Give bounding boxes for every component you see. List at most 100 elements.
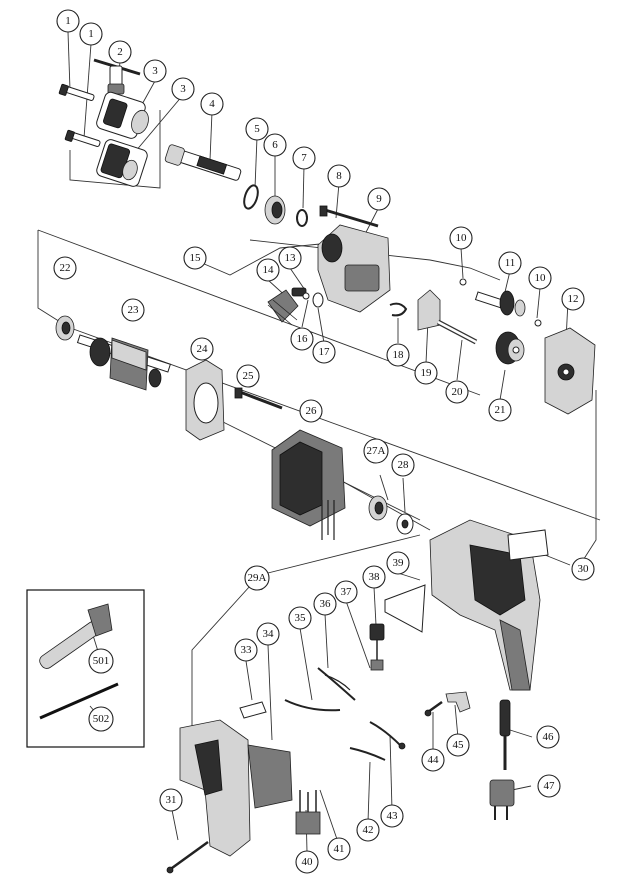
parts <box>26 58 596 874</box>
fan-guide <box>185 359 225 441</box>
callout-number: 6 <box>272 139 278 151</box>
callout-number: 25 <box>243 370 255 382</box>
handle-housing <box>179 719 293 857</box>
callout-circle <box>313 592 337 616</box>
callout-circle <box>256 258 280 282</box>
callout-501: 501 <box>88 648 114 674</box>
keyless-chuck <box>96 139 148 187</box>
callout-circle <box>421 748 445 772</box>
callout-39: 39 <box>386 551 410 575</box>
callout-number: 7 <box>301 152 307 164</box>
callout-41: 41 <box>327 837 351 861</box>
accessory-inset-box <box>26 589 145 748</box>
callout-circle <box>79 22 103 46</box>
cord-clamp-45 <box>445 691 471 713</box>
callout-2: 2 <box>108 40 132 64</box>
cord-plug <box>489 779 515 820</box>
callout-16: 16 <box>290 327 314 351</box>
callout-number: 1 <box>65 15 71 27</box>
callout-19: 19 <box>414 361 438 385</box>
callout-circle <box>537 774 561 798</box>
callout-circle <box>288 606 312 630</box>
callout-number: 43 <box>387 810 399 822</box>
callout-circle <box>278 246 302 270</box>
ball-bearing-22 <box>55 315 75 341</box>
callout-number: 37 <box>341 586 353 598</box>
callout-45: 45 <box>446 733 470 757</box>
chuck-screw-upper <box>58 83 95 101</box>
cord-armor <box>499 699 511 770</box>
callout-502: 502 <box>88 706 114 732</box>
inner-cover <box>544 327 596 415</box>
callout-number: 39 <box>393 557 405 569</box>
callout-24: 24 <box>190 337 214 361</box>
change-lever <box>267 289 299 326</box>
callout-number: 47 <box>544 780 556 792</box>
capacitor-38 <box>369 623 385 671</box>
callout-4: 4 <box>200 92 224 116</box>
callout-circle <box>367 187 391 211</box>
callout-number: 20 <box>452 386 464 398</box>
retaining-ring <box>243 184 259 210</box>
callout-circle <box>449 226 473 250</box>
callout-26: 26 <box>299 399 323 423</box>
callout-number: 4 <box>209 98 215 110</box>
label-39 <box>384 584 426 633</box>
chuck-screw-lower <box>64 129 101 147</box>
callout-number: 30 <box>578 563 590 575</box>
callout-number: 3 <box>180 83 186 95</box>
callout-47: 47 <box>537 774 561 798</box>
callout-circle <box>234 638 258 662</box>
gear-cover <box>317 224 391 313</box>
callout-circle <box>245 117 269 141</box>
callout-circle <box>183 246 207 270</box>
callout-circle <box>88 706 114 732</box>
callout-11: 11 <box>498 251 522 275</box>
callout-circle <box>263 133 287 157</box>
callout-5: 5 <box>245 117 269 141</box>
callout-number: 501 <box>93 655 110 667</box>
tapping-screw-31 <box>166 840 209 874</box>
callout-circle <box>356 818 380 842</box>
callout-circle <box>88 648 114 674</box>
callout-1: 1 <box>79 22 103 46</box>
callout-circle <box>53 256 77 280</box>
callout-30: 30 <box>571 557 595 581</box>
callout-circle <box>386 343 410 367</box>
callout-9: 9 <box>367 187 391 211</box>
callout-number: 28 <box>398 459 410 471</box>
callout-21: 21 <box>488 398 512 422</box>
side-handle-501 <box>39 603 113 669</box>
callout-number: 38 <box>369 571 381 583</box>
callout-number: 3 <box>152 65 158 77</box>
callout-13: 13 <box>278 246 302 270</box>
chuck-key <box>93 58 141 95</box>
callout-circle <box>391 453 415 477</box>
housing-screw <box>319 205 379 228</box>
callout-17: 17 <box>312 340 336 364</box>
callout-38: 38 <box>362 565 386 589</box>
callout-number: 11 <box>505 257 516 269</box>
callout-circle <box>312 340 336 364</box>
callout-circle <box>292 146 316 170</box>
callout-number: 45 <box>453 739 465 751</box>
callout-46: 46 <box>536 725 560 749</box>
second-pinion <box>474 290 526 317</box>
callout-number: 18 <box>393 349 405 361</box>
callout-circle <box>327 837 351 861</box>
callout-number: 22 <box>60 262 71 274</box>
callout-number: 46 <box>543 731 555 743</box>
callout-circle <box>528 266 552 290</box>
callout-circle <box>380 804 404 828</box>
callout-number: 9 <box>376 193 382 205</box>
callout-number: 29A <box>248 572 267 584</box>
callout-number: 44 <box>428 754 440 766</box>
callout-28: 28 <box>391 453 415 477</box>
part-33 <box>239 701 267 719</box>
clip-18 <box>389 302 408 317</box>
callout-29a: 29A <box>244 565 270 591</box>
callout-number: 42 <box>363 824 374 836</box>
callout-number: 23 <box>128 304 140 316</box>
washer-28 <box>396 513 414 535</box>
